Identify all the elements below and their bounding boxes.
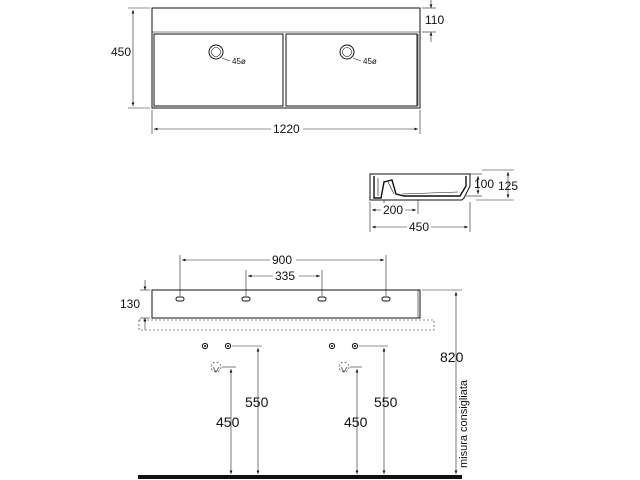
hole-left-label: 45ø <box>232 57 246 66</box>
right-drain-height-label: 450 <box>344 414 368 430</box>
right-valve-1 <box>328 342 336 350</box>
section-basin-profile <box>373 176 467 199</box>
right-valve-2 <box>351 342 359 350</box>
depth-label: 450 <box>111 45 131 59</box>
left-drain <box>210 361 222 373</box>
section-view: 100 125 200 450 <box>369 169 518 234</box>
top-view-outline <box>151 7 421 109</box>
tap-hole-left <box>208 44 231 62</box>
tap-hole-right <box>339 44 362 62</box>
front-view: 900 335 130 820 misura consigliata <box>120 253 470 479</box>
right-basin <box>285 33 418 107</box>
right-fixtures <box>328 342 388 474</box>
overflow-slot-1 <box>175 296 185 302</box>
support-shelf <box>138 319 435 331</box>
section-height-outer-dimension <box>476 169 514 201</box>
left-basin <box>153 33 284 107</box>
front-basin <box>151 289 421 319</box>
top-view: 45ø 45ø 450 110 1220 <box>111 0 444 136</box>
install-height-dimension <box>422 289 462 474</box>
tap-spacing-inner-label: 335 <box>275 269 295 283</box>
left-fixtures <box>201 342 262 474</box>
tap-spacing-outer-label: 900 <box>272 253 292 267</box>
thickness-label: 130 <box>120 297 140 311</box>
left-valve-2 <box>224 342 232 350</box>
right-supply-height-label: 550 <box>374 394 398 410</box>
floor-line <box>138 475 462 479</box>
section-height-outer-label: 125 <box>498 179 518 193</box>
install-note: misura consigliata <box>458 379 470 468</box>
overflow-slot-4 <box>381 296 391 302</box>
depth-dimension <box>128 7 150 109</box>
section-height-inner-label: 100 <box>474 177 494 191</box>
hole-right-label: 45ø <box>363 57 377 66</box>
drain-offset-label: 200 <box>383 203 403 217</box>
left-drain-height-label: 450 <box>216 414 240 430</box>
right-drain <box>338 361 350 373</box>
rim-height-label: 110 <box>425 13 444 27</box>
left-supply-height-label: 550 <box>245 394 269 410</box>
thickness-dimension <box>140 280 150 330</box>
section-depth-label: 450 <box>409 220 429 234</box>
left-valve-1 <box>201 342 209 350</box>
overflow-slot-3 <box>317 296 327 302</box>
install-height-label: 820 <box>440 349 464 365</box>
overflow-slot-2 <box>241 296 251 302</box>
width-label: 1220 <box>273 122 300 136</box>
section-height-inner-dimension <box>466 173 482 197</box>
rim-height-dimension <box>422 0 436 42</box>
